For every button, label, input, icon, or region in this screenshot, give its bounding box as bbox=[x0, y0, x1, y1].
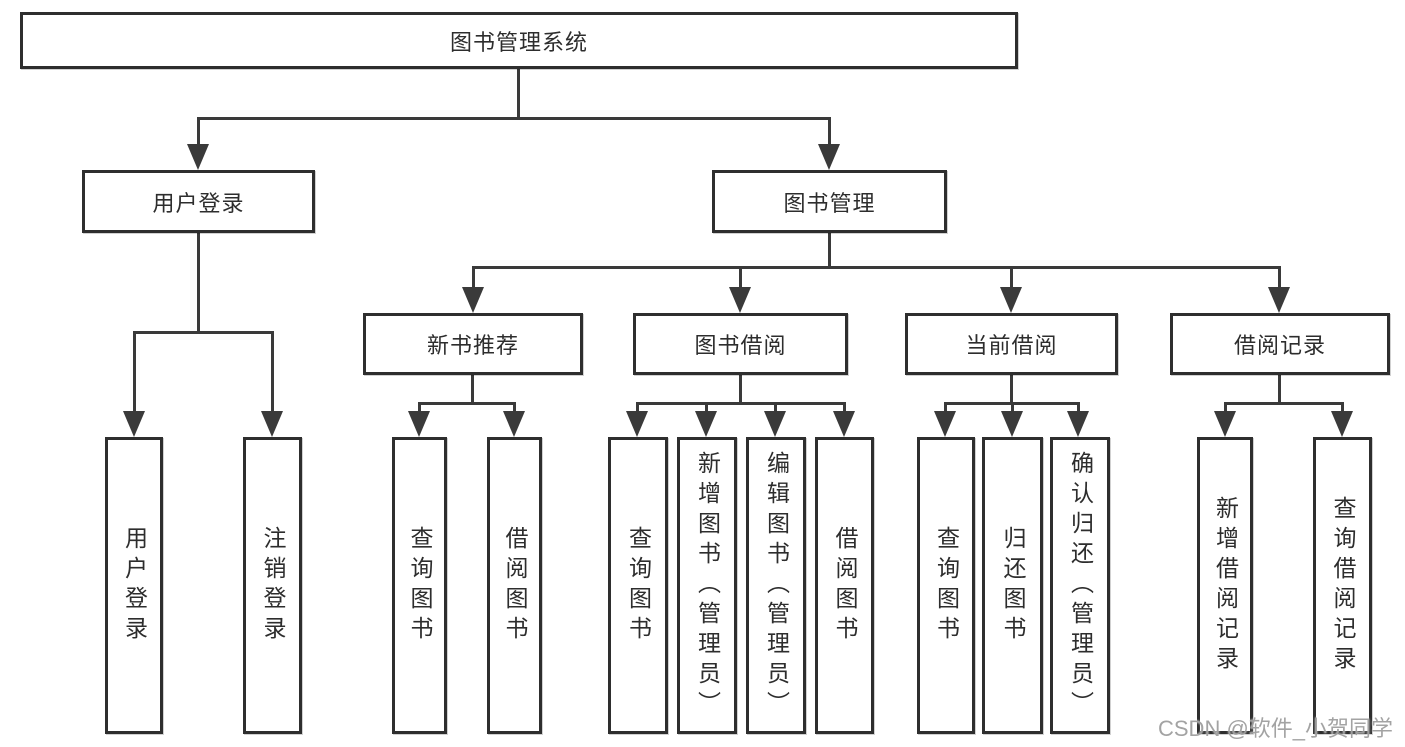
leaf-cb-query-books: 查询图书 bbox=[917, 437, 975, 734]
arrow-borrow-records bbox=[1268, 287, 1290, 313]
edge-mgmt-drop-2 bbox=[739, 266, 742, 290]
arrow-br-query bbox=[1331, 411, 1353, 437]
edge-mgmt-drop-1 bbox=[472, 266, 475, 290]
leaf-logout: 注销登录 bbox=[243, 437, 302, 734]
leaf-bb-add-books-admin-label: 新增图书（管理员） bbox=[694, 450, 721, 721]
leaf-bb-query-books-label: 查询图书 bbox=[625, 525, 652, 646]
edge-mgmt-bar bbox=[473, 266, 1280, 269]
edge-bb-stub bbox=[739, 375, 742, 404]
arrow-bb-borrow bbox=[833, 411, 855, 437]
edge-login-drop-1 bbox=[133, 331, 136, 414]
edge-mgmt-drop-3 bbox=[1010, 266, 1013, 290]
edge-cb-stub bbox=[1010, 375, 1013, 404]
arrow-bb-edit bbox=[764, 411, 786, 437]
edge-cb-drop-2 bbox=[1011, 402, 1014, 414]
node-user-login-label: 用户登录 bbox=[152, 190, 245, 216]
arrow-current-borrow bbox=[1000, 287, 1022, 313]
node-new-book-rec-label: 新书推荐 bbox=[426, 333, 519, 358]
arrow-cb-query bbox=[934, 411, 956, 437]
leaf-bb-borrow-books: 借阅图书 bbox=[815, 437, 874, 734]
edge-cb-drop-3 bbox=[1077, 402, 1080, 414]
edge-root-drop-mgmt bbox=[828, 117, 831, 148]
node-borrow-records-label: 借阅记录 bbox=[1233, 333, 1326, 358]
leaf-bb-edit-books-admin: 编辑图书（管理员） bbox=[746, 437, 806, 734]
arrow-bb-query bbox=[626, 411, 648, 437]
csdn-watermark: CSDN @软件_小贺同学 bbox=[1158, 716, 1394, 741]
node-new-book-rec: 新书推荐 bbox=[363, 313, 583, 375]
edge-root-bar bbox=[197, 117, 831, 120]
edge-mgmt-stub bbox=[828, 233, 831, 268]
node-root-label: 图书管理系统 bbox=[449, 29, 588, 55]
edge-login-stub bbox=[197, 233, 200, 333]
edge-root-drop-login bbox=[197, 117, 200, 148]
arrow-cb-return bbox=[1001, 411, 1023, 437]
node-borrow-records: 借阅记录 bbox=[1170, 313, 1390, 375]
edge-bb-drop-4 bbox=[843, 402, 846, 414]
edge-br-drop-2 bbox=[1341, 402, 1344, 414]
node-current-borrow: 当前借阅 bbox=[905, 313, 1118, 375]
node-root: 图书管理系统 bbox=[20, 12, 1018, 69]
leaf-logout-label: 注销登录 bbox=[260, 525, 286, 646]
node-book-mgmt-label: 图书管理 bbox=[783, 190, 876, 216]
leaf-user-login-label: 用户登录 bbox=[121, 525, 148, 646]
leaf-br-add-record-label: 新增借阅记录 bbox=[1212, 495, 1239, 676]
leaf-bb-edit-books-admin-label: 编辑图书（管理员） bbox=[763, 450, 790, 721]
edge-mgmt-drop-4 bbox=[1278, 266, 1281, 290]
leaf-br-add-record: 新增借阅记录 bbox=[1197, 437, 1253, 734]
arrow-leaf-logout bbox=[261, 411, 283, 437]
node-book-mgmt: 图书管理 bbox=[712, 170, 947, 233]
arrow-rec-borrow bbox=[503, 411, 525, 437]
node-current-borrow-label: 当前借阅 bbox=[965, 333, 1058, 358]
arrow-mgmt bbox=[818, 144, 840, 170]
arrow-cb-confirm bbox=[1067, 411, 1089, 437]
leaf-bb-borrow-books-label: 借阅图书 bbox=[832, 525, 858, 646]
edge-br-bar bbox=[1225, 402, 1343, 405]
leaf-rec-borrow-books: 借阅图书 bbox=[487, 437, 542, 734]
arrow-login bbox=[187, 144, 209, 170]
arrow-bb-add bbox=[695, 411, 717, 437]
leaf-br-query-record-label: 查询借阅记录 bbox=[1330, 495, 1356, 676]
leaf-cb-return-books: 归还图书 bbox=[982, 437, 1043, 734]
leaf-cb-return-books-label: 归还图书 bbox=[1000, 525, 1026, 646]
leaf-rec-query-books-label: 查询图书 bbox=[407, 525, 433, 646]
leaf-bb-query-books: 查询图书 bbox=[608, 437, 668, 734]
edge-rec-bar bbox=[419, 402, 515, 405]
node-book-borrow: 图书借阅 bbox=[633, 313, 848, 375]
edge-bb-bar bbox=[637, 402, 845, 405]
edge-rec-drop-2 bbox=[513, 402, 516, 414]
edge-root-stub bbox=[517, 69, 520, 119]
edge-bb-drop-1 bbox=[636, 402, 639, 414]
leaf-cb-confirm-return-admin: 确认归还（管理员） bbox=[1050, 437, 1110, 734]
leaf-rec-query-books: 查询图书 bbox=[392, 437, 447, 734]
node-book-borrow-label: 图书借阅 bbox=[694, 333, 787, 358]
node-user-login: 用户登录 bbox=[82, 170, 315, 233]
edge-rec-drop-1 bbox=[418, 402, 421, 414]
leaf-cb-confirm-return-admin-label: 确认归还（管理员） bbox=[1067, 450, 1094, 721]
edge-cb-drop-1 bbox=[944, 402, 947, 414]
leaf-bb-add-books-admin: 新增图书（管理员） bbox=[677, 437, 737, 734]
edge-bb-drop-2 bbox=[705, 402, 708, 414]
leaf-br-query-record: 查询借阅记录 bbox=[1313, 437, 1372, 734]
edge-login-bar bbox=[134, 331, 273, 334]
leaf-cb-query-books-label: 查询图书 bbox=[933, 525, 960, 646]
leaf-user-login: 用户登录 bbox=[105, 437, 163, 734]
arrow-leaf-login bbox=[123, 411, 145, 437]
edge-bb-drop-3 bbox=[774, 402, 777, 414]
arrow-rec-query bbox=[408, 411, 430, 437]
arrow-br-add bbox=[1214, 411, 1236, 437]
leaf-rec-borrow-books-label: 借阅图书 bbox=[502, 525, 528, 646]
edge-br-drop-1 bbox=[1224, 402, 1227, 414]
arrow-book-borrow bbox=[729, 287, 751, 313]
arrow-new-book-rec bbox=[462, 287, 484, 313]
edge-login-drop-2 bbox=[271, 331, 274, 414]
edge-br-stub bbox=[1278, 375, 1281, 404]
edge-rec-stub bbox=[471, 375, 474, 404]
